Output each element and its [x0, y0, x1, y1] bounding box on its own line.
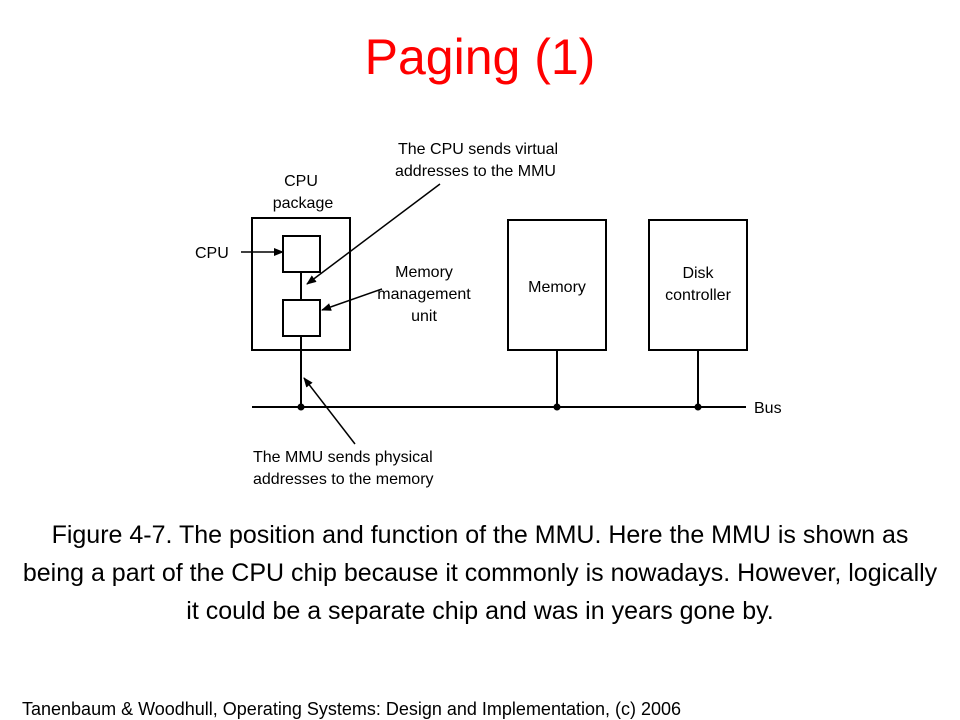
citation-footer: Tanenbaum & Woodhull, Operating Systems:… — [22, 699, 682, 719]
figure-caption: Figure 4-7. The position and function of… — [22, 521, 938, 625]
mmu-sends-label-line1: The MMU sends physical — [253, 449, 433, 466]
cpu-box — [282, 235, 321, 273]
bus-junction-mmu — [297, 403, 305, 411]
bus-label: Bus — [754, 400, 782, 417]
bus-junction-disk — [694, 403, 702, 411]
cpu-package-label-line1: CPU — [284, 173, 318, 190]
cpu-label: CPU — [195, 245, 229, 262]
disk-label-line2: controller — [665, 287, 731, 304]
mmu-label-line3: unit — [411, 308, 437, 325]
disk-label-line1: Disk — [682, 265, 714, 282]
bus-junction-memory — [553, 403, 561, 411]
physical-address-arrow — [303, 377, 356, 445]
slide-title: Paging (1) — [364, 29, 596, 85]
cpu-sends-label-line2: addresses to the MMU — [395, 163, 556, 180]
mmu-sends-label-line2: addresses to the memory — [253, 471, 434, 488]
mmu-box — [282, 299, 321, 337]
mmu-label-line1: Memory — [395, 264, 453, 281]
disk-controller-box — [648, 219, 748, 351]
mmu-label-line2: management — [377, 286, 471, 303]
cpu-sends-label-line1: The CPU sends virtual — [398, 141, 558, 158]
memory-label: Memory — [528, 279, 586, 296]
cpu-package-label-line2: package — [273, 195, 334, 212]
mmu-label-arrow — [321, 288, 383, 311]
virtual-address-arrow — [306, 183, 441, 285]
